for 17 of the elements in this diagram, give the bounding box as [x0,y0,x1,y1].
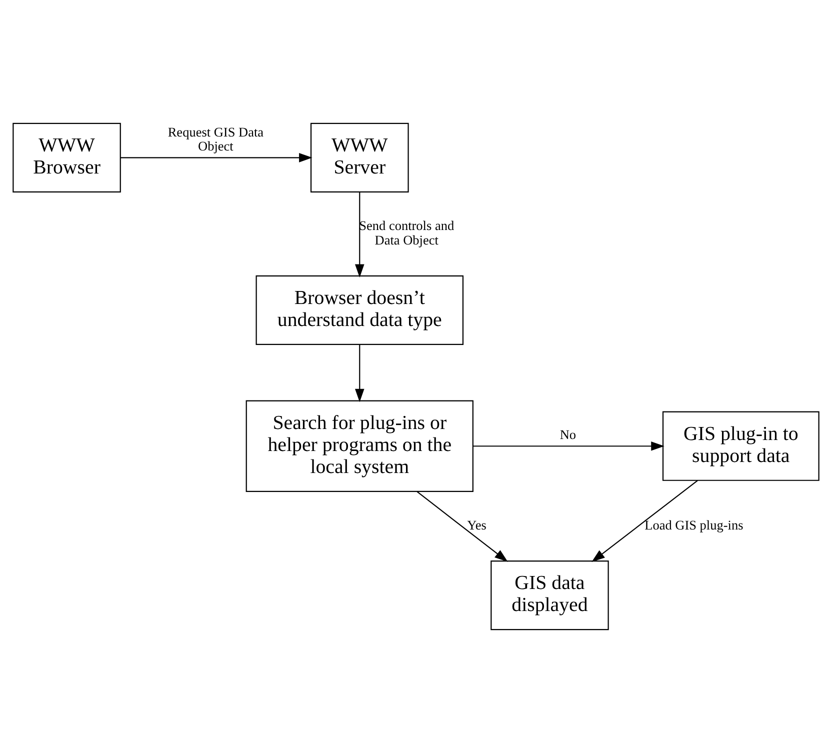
arrow [355,344,364,402]
edge-label: No [560,427,576,442]
node-box: GIS data displayed [490,560,609,630]
node-box: WWW Browser [12,122,121,192]
arrow [592,480,698,562]
node-box: WWW Server [310,122,409,192]
node-box: GIS plug-in to support data [662,411,820,481]
arrow [416,491,508,562]
arrow [355,192,364,278]
arrow [120,153,312,162]
node-box: Browser doesn’t understand data type [256,275,464,345]
edge-label: Send controls and Data Object [359,218,454,248]
arrow [473,441,664,451]
edge-label: Request GIS Data Object [168,124,264,154]
edge-label: Load GIS plug-ins [644,518,744,533]
node-box: Search for plug-ins or helper programs on the local system [246,400,474,492]
edge-label: Yes [467,518,486,533]
